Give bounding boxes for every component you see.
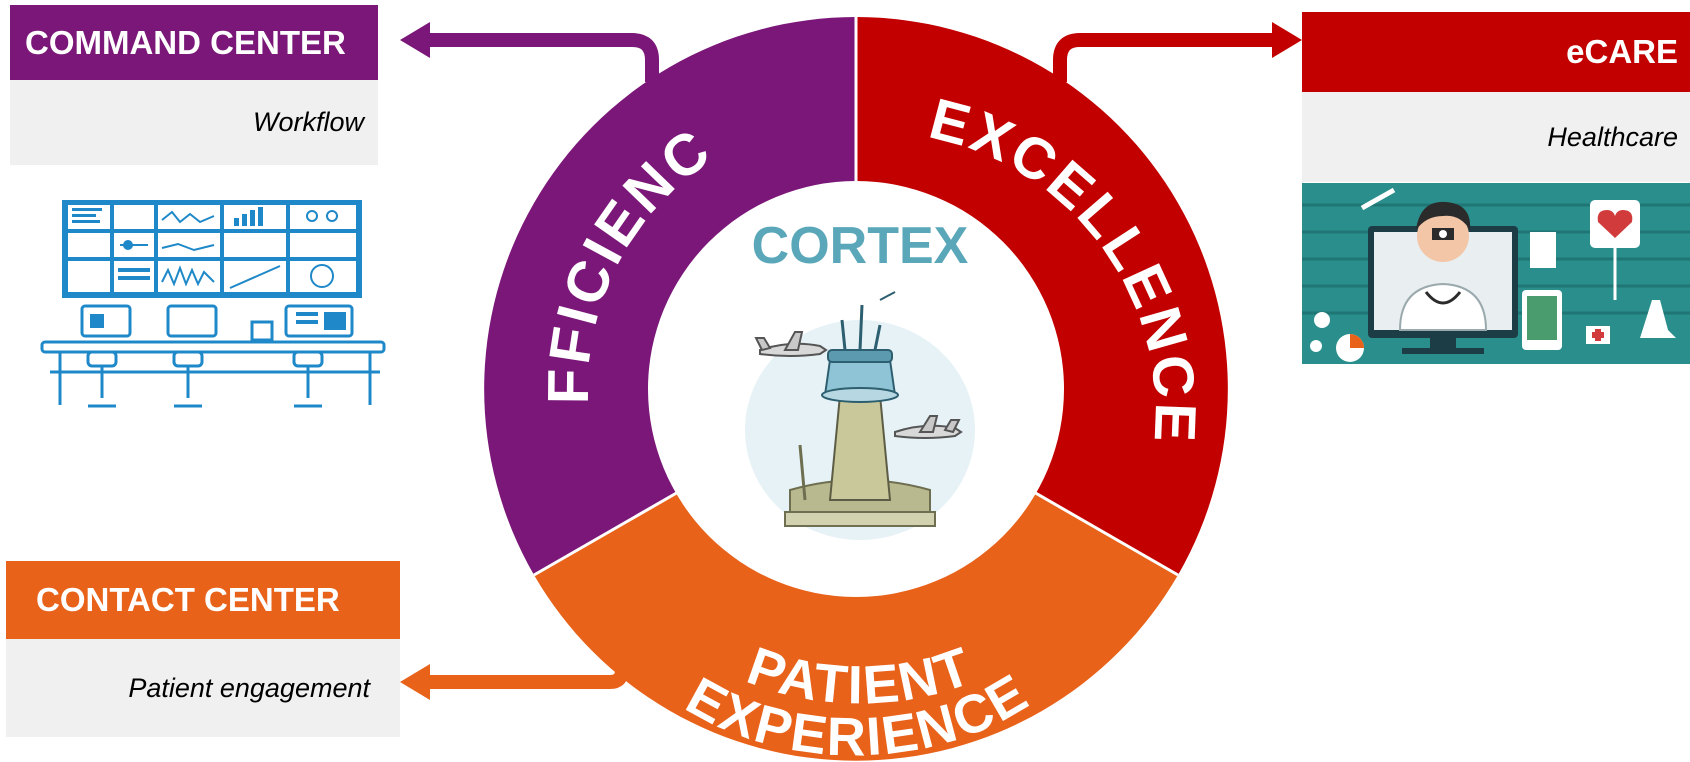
arrow-to-ecare <box>1053 22 1302 82</box>
command-center-subtitle: Workflow <box>10 80 378 165</box>
arrow-to-command-center <box>400 22 659 82</box>
contact-center-subtitle: Patient engagement <box>6 639 400 737</box>
ecare-box: eCARE Healthcare <box>1302 12 1690 182</box>
patient-experience-segment <box>534 472 1178 761</box>
command-center-title: COMMAND CENTER <box>10 5 378 80</box>
arrow-to-contact-center <box>400 660 629 700</box>
ecare-subtitle: Healthcare <box>1302 92 1690 182</box>
control-tower-illustration <box>745 291 975 540</box>
contact-center-title: CONTACT CENTER <box>6 561 400 639</box>
ecare-title: eCARE <box>1302 12 1690 92</box>
command-center-box: COMMAND CENTER Workflow <box>10 5 378 165</box>
contact-center-box: CONTACT CENTER Patient engagement <box>6 561 400 737</box>
command-center-illustration <box>40 200 386 408</box>
telehealth-illustration <box>1302 183 1690 364</box>
center-title: CORTEX <box>752 217 969 275</box>
